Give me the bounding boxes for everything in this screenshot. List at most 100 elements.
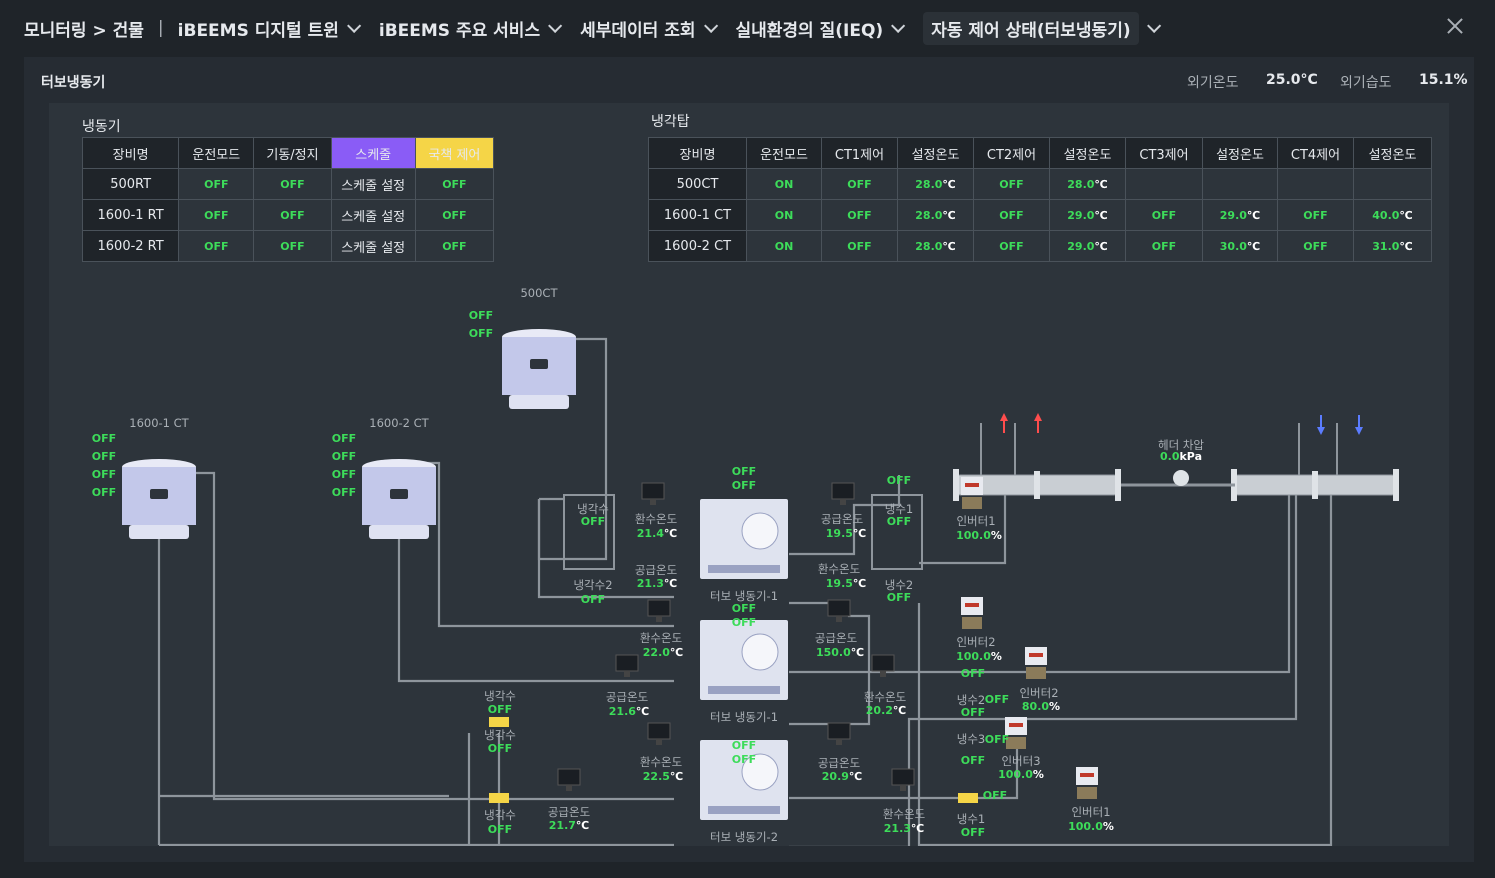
tower-control-toggle[interactable]: OFF bbox=[1277, 230, 1354, 262]
cell-value: OFF bbox=[847, 239, 872, 253]
status-off: OFF bbox=[961, 826, 985, 839]
setpoint-temp: 28.0℃ bbox=[897, 168, 974, 200]
pipe-line bbox=[399, 461, 674, 628]
top-navigation: 모니터링 > 건물 | iBEEMS 디지털 트윈 iBEEMS 주요 서비스 … bbox=[0, 0, 1495, 56]
national-control-toggle[interactable]: OFF bbox=[414, 230, 495, 262]
arrow-up-icon bbox=[1000, 413, 1008, 433]
close-icon[interactable] bbox=[1443, 14, 1467, 38]
th-tower-col: 운전모드 bbox=[746, 137, 822, 169]
th-startstop: 기동/정지 bbox=[253, 137, 332, 169]
sensor-icon[interactable] bbox=[871, 654, 895, 677]
status-off: OFF bbox=[488, 823, 512, 836]
cell-value: 29.0 bbox=[1067, 239, 1095, 253]
status-off: OFF bbox=[732, 465, 756, 478]
cell-value: 31.0 bbox=[1372, 239, 1400, 253]
pump-icon[interactable] bbox=[489, 717, 509, 727]
national-control-toggle[interactable]: OFF bbox=[414, 199, 495, 231]
th-national-control: 국책 제어 bbox=[414, 137, 495, 169]
tower-control-toggle[interactable]: ON bbox=[746, 199, 822, 231]
header-dp-label: 헤더 차압 bbox=[1158, 438, 1204, 452]
turbo-chiller-2[interactable] bbox=[700, 740, 788, 820]
sensor-icon[interactable] bbox=[557, 768, 581, 791]
condenser-manifold bbox=[563, 494, 615, 570]
tower-control-toggle[interactable]: OFF bbox=[1125, 230, 1203, 262]
status-off: OFF bbox=[469, 309, 493, 322]
th-tower-col: 장비명 bbox=[648, 137, 747, 169]
valve-icon bbox=[1173, 470, 1189, 486]
outdoor-hum-value: 15.1% bbox=[1419, 72, 1468, 88]
supply-temp-label: 공급온도 bbox=[818, 756, 860, 770]
nav-digital-twin[interactable]: iBEEMS 디지털 트윈 bbox=[178, 16, 362, 41]
status-off: OFF bbox=[92, 486, 116, 499]
panel-title: 터보냉동기 bbox=[41, 75, 106, 91]
startstop-toggle[interactable]: OFF bbox=[253, 168, 332, 200]
tower-control-toggle[interactable]: OFF bbox=[973, 168, 1050, 200]
inverter3-value: 100.0% bbox=[998, 768, 1044, 781]
inverter2-label: 인버터2 bbox=[956, 635, 995, 649]
chw2-label: 냉수2 bbox=[885, 578, 913, 592]
cooling-tower-1600-1[interactable] bbox=[122, 459, 196, 539]
status-off: OFF bbox=[887, 474, 911, 487]
unit-label: ℃ bbox=[942, 177, 956, 191]
status-off: OFF bbox=[961, 667, 985, 680]
schedule-button[interactable]: 스케줄 설정 bbox=[330, 230, 416, 262]
tower-control-toggle[interactable]: OFF bbox=[1277, 199, 1354, 231]
cell-value: ON bbox=[774, 239, 794, 253]
cell-value: ON bbox=[774, 208, 794, 222]
turbo-chiller-1[interactable] bbox=[700, 499, 788, 579]
status-off: OFF bbox=[332, 468, 356, 481]
nav-auto-control[interactable]: 자동 제어 상태(터보냉동기) bbox=[923, 11, 1161, 45]
inverter-icon[interactable] bbox=[961, 477, 983, 509]
return-temp-label: 환수온도 bbox=[883, 807, 925, 821]
sensor-icon[interactable] bbox=[647, 722, 671, 745]
sensor-icon[interactable] bbox=[641, 482, 665, 505]
sensor-icon[interactable] bbox=[647, 599, 671, 622]
nav-detail-data[interactable]: 세부데이터 조회 bbox=[580, 16, 718, 41]
breadcrumb[interactable]: 모니터링 > 건물 bbox=[24, 20, 144, 41]
cooling-water-label: 냉각수 bbox=[484, 728, 516, 742]
nav-ieq[interactable]: 실내환경의 질(IEQ) bbox=[736, 16, 906, 41]
supply-temp-value: 150.0℃ bbox=[816, 646, 864, 659]
schedule-button[interactable]: 스케줄 설정 bbox=[330, 168, 416, 200]
sensor-icon[interactable] bbox=[615, 654, 639, 677]
status-off: OFF bbox=[581, 515, 605, 528]
chw-manifold bbox=[871, 494, 923, 570]
sensor-icon[interactable] bbox=[891, 768, 915, 791]
nav-main-services[interactable]: iBEEMS 주요 서비스 bbox=[379, 16, 563, 41]
pipe-line bbox=[917, 478, 1333, 846]
tower-control-toggle[interactable]: OFF bbox=[1125, 199, 1203, 231]
startstop-toggle[interactable]: OFF bbox=[253, 230, 332, 262]
status-off: OFF bbox=[92, 450, 116, 463]
inverter-icon[interactable] bbox=[961, 597, 983, 629]
cooling-tower-500ct[interactable] bbox=[502, 329, 576, 409]
unit-label: ℃ bbox=[942, 239, 956, 253]
cell-value: OFF bbox=[847, 208, 872, 222]
cell-value: 28.0 bbox=[915, 208, 943, 222]
unit-label: ℃ bbox=[1094, 239, 1108, 253]
pump-icon[interactable] bbox=[958, 793, 978, 803]
cell-value: OFF bbox=[1303, 208, 1328, 222]
sensor-icon[interactable] bbox=[827, 722, 851, 745]
unit-label: ℃ bbox=[1399, 208, 1413, 222]
setpoint-temp: 31.0℃ bbox=[1353, 230, 1432, 262]
cooling-tower-1600-2[interactable] bbox=[362, 459, 436, 539]
inverter-icon[interactable] bbox=[1025, 647, 1047, 679]
pump-icon[interactable] bbox=[489, 793, 509, 803]
cell-value: OFF bbox=[847, 177, 872, 191]
turbo-chiller-1b[interactable] bbox=[700, 620, 788, 700]
inverter-icon[interactable] bbox=[1076, 767, 1098, 799]
unit-label: ℃ bbox=[1246, 208, 1261, 222]
header-dp-value: 0.0kPa bbox=[1160, 450, 1202, 463]
mode-toggle[interactable]: OFF bbox=[178, 199, 255, 231]
tower-control-toggle[interactable]: OFF bbox=[973, 230, 1050, 262]
tower-control-toggle[interactable]: OFF bbox=[973, 199, 1050, 231]
inverter-icon[interactable] bbox=[1005, 717, 1027, 749]
tower-control-toggle[interactable]: ON bbox=[746, 230, 822, 262]
schedule-button[interactable]: 스케줄 설정 bbox=[330, 199, 416, 231]
mode-toggle[interactable]: OFF bbox=[178, 230, 255, 262]
mode-toggle[interactable]: OFF bbox=[178, 168, 255, 200]
sensor-icon[interactable] bbox=[827, 599, 851, 622]
sensor-icon[interactable] bbox=[831, 482, 855, 505]
supply-temp-label: 공급온도 bbox=[548, 805, 590, 819]
